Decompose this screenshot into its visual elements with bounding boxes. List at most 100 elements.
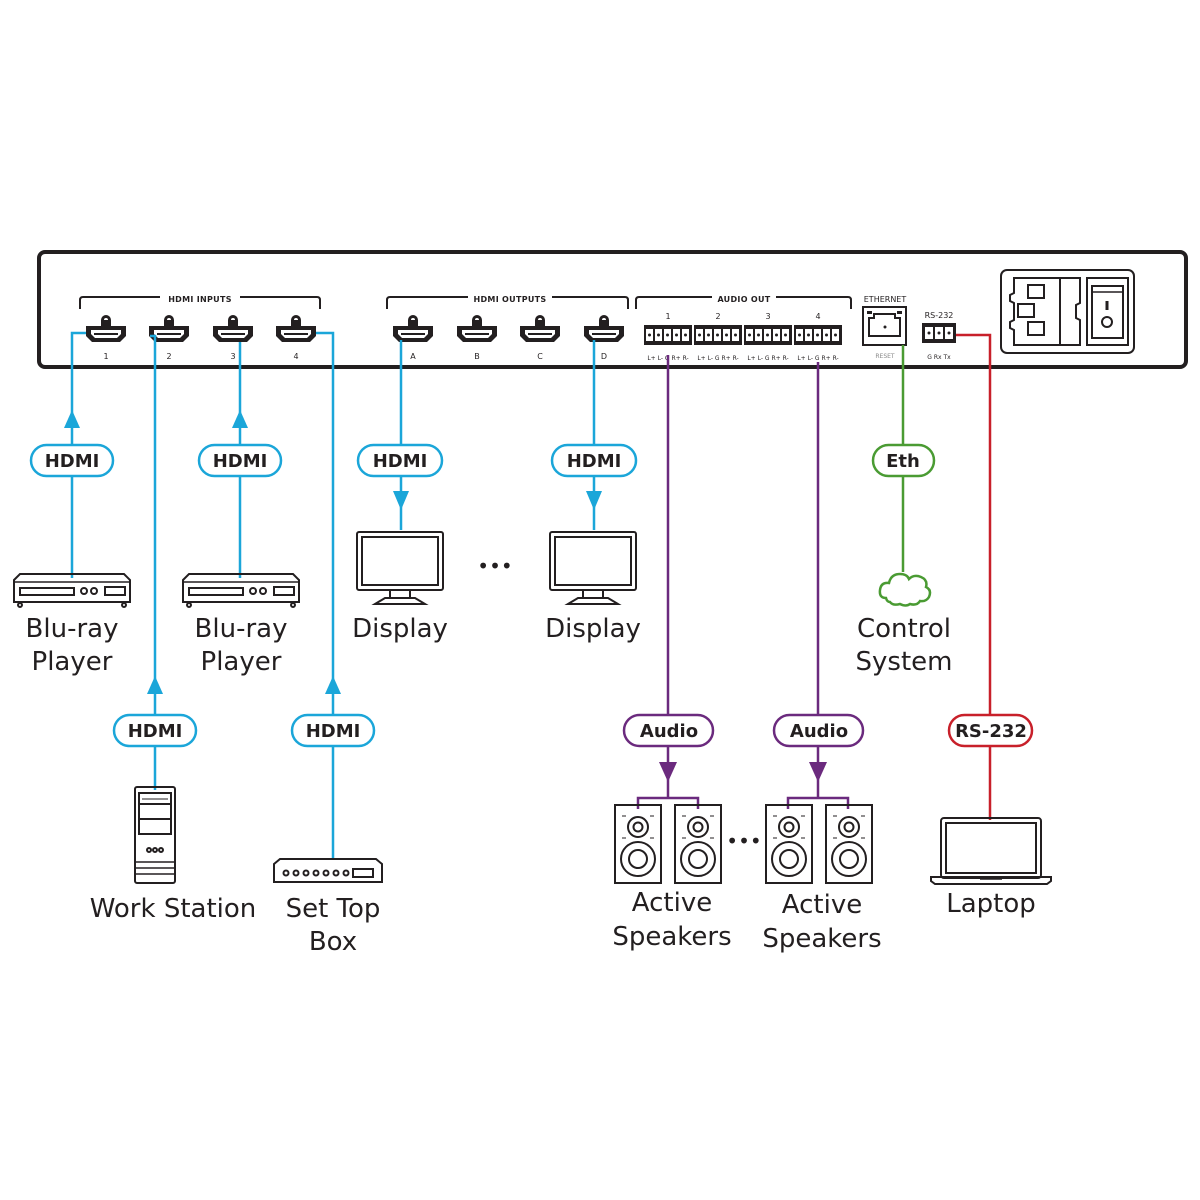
set-top-box-icon [273, 858, 383, 883]
display-monitor-icon [356, 531, 444, 605]
hdmi-outputs-title: HDMI OUTPUTS [474, 295, 547, 304]
device-label: Active [782, 890, 862, 920]
device-control-system: Control System [856, 572, 952, 677]
pill-ethernet: Eth [871, 443, 936, 478]
ethernet-title: ETHERNET [864, 295, 907, 304]
hdmi-inputs-group: HDMI INPUTS 1 2 3 4 [79, 295, 321, 361]
hdmi-input-label-3: 3 [230, 352, 235, 361]
arrow-up-icon [64, 410, 80, 428]
pill-audio-1: Audio [622, 713, 715, 748]
rs232-group: RS-232 G Rx Tx [922, 311, 956, 361]
device-work-station: Work Station [90, 786, 257, 924]
hdmi-outputs-group: HDMI OUTPUTS A B C D [386, 295, 629, 361]
audio-out-terminal-2[interactable] [694, 325, 742, 345]
arrowheads [64, 410, 827, 782]
laptop-icon [930, 817, 1052, 885]
hdmi-output-label-b: B [474, 352, 480, 361]
ethernet-reset-label: RESET [875, 353, 895, 360]
hdmi-output-label-a: A [410, 352, 416, 361]
hdmi-input-label-4: 4 [293, 352, 298, 361]
ethernet-port[interactable] [862, 306, 907, 346]
arrow-up-icon [325, 676, 341, 694]
device-active-speakers-1: Active Speakers [612, 804, 732, 952]
bluray-player-icon [182, 573, 300, 608]
hdmi-input-label-1: 1 [103, 352, 108, 361]
device-label: Speakers [612, 922, 731, 952]
cable-labels: HDMI HDMI HDMI HDMI HDMI HDMI Audio Aud [29, 443, 1034, 748]
speaker-icon [674, 804, 722, 884]
ethernet-group: ETHERNET RESET [862, 295, 907, 360]
arrow-up-icon [147, 676, 163, 694]
svg-text:HDMI: HDMI [567, 451, 622, 472]
arrow-down-icon [393, 491, 409, 510]
arrow-down-icon [586, 491, 602, 510]
display-monitor-icon [549, 531, 637, 605]
device-label: Player [32, 647, 113, 677]
device-label: Player [201, 647, 282, 677]
speaker-icon [825, 804, 873, 884]
matrix-switcher-rear-panel: HDMI INPUTS 1 2 3 4 HDMI OUTPUTS A B C D [37, 250, 1188, 369]
hdmi-input-label-2: 2 [166, 352, 171, 361]
displays-ellipsis: ••• [477, 554, 512, 578]
device-label: Box [309, 927, 357, 957]
audio-out-terminal-1[interactable] [644, 325, 692, 345]
power-module [1000, 269, 1135, 354]
speaker-icon [765, 804, 813, 884]
device-label: Display [545, 614, 641, 644]
device-set-top-box: Set Top Box [273, 858, 383, 957]
svg-text:Eth: Eth [886, 451, 920, 472]
device-label: Blu-ray [195, 614, 288, 644]
pill-hdmi-out-d: HDMI [550, 443, 638, 478]
arrow-down-icon [659, 762, 677, 782]
device-label: Speakers [762, 924, 881, 954]
audio-out-label-3: 3 [765, 312, 770, 321]
pill-audio-4: Audio [772, 713, 865, 748]
rs232-terminal[interactable] [922, 323, 956, 343]
svg-text:Audio: Audio [790, 721, 848, 742]
audio-out-label-4: 4 [815, 312, 820, 321]
device-bluray-player-1: Blu-ray Player [13, 573, 131, 677]
device-laptop: Laptop [930, 817, 1052, 919]
svg-text:HDMI: HDMI [213, 451, 268, 472]
device-label: Blu-ray [26, 614, 119, 644]
hdmi-output-label-d: D [601, 352, 607, 361]
svg-text:HDMI: HDMI [45, 451, 100, 472]
device-label: Control [857, 614, 951, 644]
audio-out-terminal-4[interactable] [794, 325, 842, 345]
device-active-speakers-2: Active Speakers [762, 804, 882, 954]
workstation-tower-icon [134, 786, 176, 884]
pill-hdmi-in-3: HDMI [197, 443, 283, 478]
svg-text:RS-232: RS-232 [955, 721, 1027, 742]
cable-hdmi-in-2 [150, 334, 157, 790]
cable-rs232 [956, 333, 992, 820]
power-switch[interactable] [1086, 277, 1129, 346]
hdmi-inputs-title: HDMI INPUTS [168, 295, 232, 304]
svg-text:HDMI: HDMI [373, 451, 428, 472]
audio-out-label-1: 1 [665, 312, 670, 321]
audio-out-terminal-3[interactable] [744, 325, 792, 345]
hdmi-output-label-c: C [537, 352, 543, 361]
cloud-icon [878, 572, 932, 607]
bluray-player-icon [13, 573, 131, 608]
svg-text:HDMI: HDMI [128, 721, 183, 742]
device-label: Work Station [90, 894, 257, 924]
arrow-down-icon [809, 762, 827, 782]
pill-hdmi-in-1: HDMI [29, 443, 115, 478]
svg-text:Audio: Audio [640, 721, 698, 742]
audio-pin-labels-3: L+ L- G R+ R- [747, 355, 788, 362]
pill-hdmi-out-a: HDMI [356, 443, 444, 478]
device-display-1: Display [352, 531, 448, 644]
audio-pin-labels-4: L+ L- G R+ R- [797, 355, 838, 362]
cables [70, 331, 992, 860]
svg-text:HDMI: HDMI [306, 721, 361, 742]
rs232-pin-labels: G Rx Tx [927, 354, 951, 361]
device-label: Display [352, 614, 448, 644]
audio-out-label-2: 2 [715, 312, 720, 321]
cable-hdmi-in-1 [70, 331, 86, 578]
device-label: Laptop [946, 889, 1036, 919]
device-label: Active [632, 888, 712, 918]
pill-rs232: RS-232 [947, 713, 1034, 748]
audio-out-title: AUDIO OUT [717, 295, 770, 304]
rs232-title: RS-232 [925, 311, 954, 320]
pill-hdmi-in-4: HDMI [290, 713, 376, 748]
